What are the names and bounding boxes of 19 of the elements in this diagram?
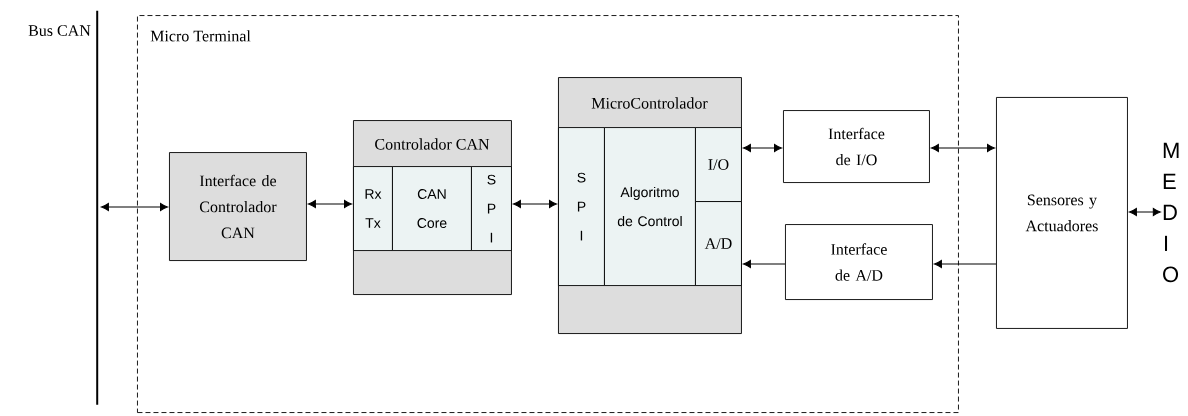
arrow [743, 260, 786, 268]
vertical-label: M E D I O [1163, 142, 1179, 283]
port-cell: Rx Tx [353, 166, 393, 251]
port-cell: S P I [471, 166, 512, 251]
interface-box: Interface de I/O [783, 110, 930, 183]
sensor-box: Sensores y Actuadores [996, 97, 1128, 329]
arrow [934, 260, 997, 268]
arrow [101, 203, 168, 211]
port-cell: S P I [558, 127, 605, 286]
arrow [513, 200, 557, 208]
arrow [743, 144, 782, 152]
interface-box: Interface de Controlador CAN [169, 152, 307, 261]
port-cell: A/D [695, 201, 742, 286]
bus-line: Bus CAN [28, 10, 99, 405]
arrow [308, 200, 352, 208]
interface-box: Interface de A/D [785, 224, 933, 300]
arrow [1129, 208, 1161, 216]
arrow [931, 144, 995, 152]
port-cell: I/O [695, 127, 742, 202]
